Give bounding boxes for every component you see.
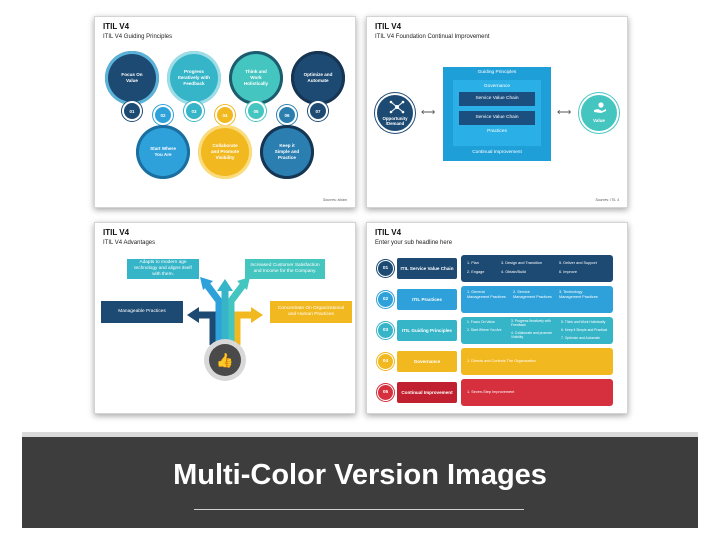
row-item: 1. Directs and Controls The Organization [467,359,536,363]
principle-num-05: 05 [246,101,266,121]
thumbs-up-badge: 👍 [204,339,246,381]
principle-num-04: 04 [215,105,235,125]
row-body: 1. General Management Practices 2. Servi… [461,286,613,313]
slide-subtitle: Enter your sub headline here [375,240,453,246]
principle-circle-01: Focus On Value [105,51,159,105]
principle-label: Optimize and Automate [303,72,333,83]
hand-coin-icon [594,102,606,113]
row-item: 6. Keep it Simple and Practical [561,328,608,332]
advantage-arrows [187,277,263,345]
svc-box-2: Service Value Chain [459,111,535,125]
double-arrow-left-icon: ⟷ [421,107,436,118]
row-number: 04 [377,353,394,370]
slide-source: Sources: isham [322,198,347,202]
slide-title: ITIL V4 [375,228,402,237]
principle-circle-04: Collaborate and Promote Visibility [198,125,252,179]
principle-label: Start Where You Are [150,146,176,157]
row-body: 1. Seven-Step Improvement [461,379,613,406]
slide-subtitle: ITIL V4 Guiding Principles [103,34,173,40]
principle-num-01: 01 [122,101,142,121]
governance-label: Governance [483,84,511,89]
component-row-03: 03 ITIL Guiding Principles 1. Focus On V… [377,317,613,344]
row-item: 3. Progress Iteratively with Feedback [511,319,551,328]
row-item: 1. Seven-Step Improvement [467,390,515,394]
slide-components[interactable]: ITIL V4 Enter your sub headline here 01 … [366,222,628,414]
principle-label: Collaborate and Promote Visibility [210,143,240,160]
row-item: 5. Deliver and Support [559,261,597,265]
row-item: 2. Service Management Practices [513,290,552,299]
slide-subtitle: ITIL V4 Foundation Continual Improvement [375,34,490,40]
row-item: 2. Engage [467,270,485,274]
opportunity-label: Opportunity /Demand [382,116,408,127]
slide-source: Sources: ITIL 4 [595,198,619,202]
banner-title: Multi-Color Version Images [173,459,547,491]
component-row-05: 05 Continual Improvement 1. Seven-Step I… [377,379,613,406]
advantage-box-mid-left: Manageable Practices [101,301,183,323]
principle-num-03: 03 [184,101,204,121]
svc-box-1: Service Value Chain [459,92,535,106]
row-body: 1. Directs and Controls The Organization [461,348,613,375]
principle-circle-05: Think and Work Holistically [229,51,283,105]
row-item: 1. Focus On Value [467,320,495,324]
row-item: 2. Start Where You Are [467,328,502,332]
inner-frame: Governance Service Value Chain Service V… [453,80,541,146]
slide-guiding-principles[interactable]: ITIL V4 ITIL V4 Guiding Principles Focus… [94,16,356,208]
component-row-01: 01 ITIL Service Value Chain 1. Plan 2. E… [377,255,613,282]
principle-circle-03: Progress Iteratively with Feedback [167,51,221,105]
slide-advantages[interactable]: ITIL V4 ITIL V4 Advantages Adapts to mod… [94,222,356,414]
opportunity-circle: Opportunity /Demand [375,93,415,133]
row-label: Continual Improvement [397,382,457,403]
principle-label: Think and Work Holistically [243,69,269,86]
principle-label: Keep it Simple and Practice [274,143,300,160]
advantage-box-mid-right: Concentrate On Organizational and Human … [270,301,352,323]
slide-continual-improvement[interactable]: ITIL V4 ITIL V4 Foundation Continual Imp… [366,16,628,208]
component-row-02: 02 ITIL Practices 1. General Management … [377,286,613,313]
component-row-04: 04 Governance 1. Directs and Controls Th… [377,348,613,375]
banner-underline [194,509,524,510]
row-number: 02 [377,291,394,308]
row-item: 4. Obtain/Build [501,270,526,274]
slide-subtitle: ITIL V4 Advantages [103,240,156,246]
value-label: Value [592,118,605,123]
row-item: 6. Improve [559,270,577,274]
row-item: 3. Design and Transition [501,261,542,265]
principle-num-06: 06 [277,105,297,125]
row-item: 5. Think and Work Holistically [561,320,606,324]
principle-circle-02: Start Where You Are [136,125,190,179]
value-circle: Value [579,93,619,133]
principle-circle-06: Keep it Simple and Practice [260,125,314,179]
row-label: Governance [397,351,457,372]
slide-title: ITIL V4 [103,22,130,31]
principle-label: Progress Iteratively with Feedback [178,69,210,86]
row-item: 1. General Management Practices [467,290,506,299]
practices-label: Practices [487,129,507,134]
row-number: 03 [377,322,394,339]
improvement-outer-box: Guiding Principles Governance Service Va… [443,67,551,161]
continual-improvement-label: Continual Improvement [472,150,522,155]
row-number: 01 [377,260,394,277]
row-body: 1. Focus On Value 2. Start Where You Are… [461,317,613,344]
row-item: 7. Optimize and Automate [561,336,601,340]
row-item: 3. Technology Management Practices [559,290,598,299]
row-item: 1. Plan [467,261,479,265]
row-number: 05 [377,384,394,401]
row-label: ITIL Practices [397,289,457,310]
row-item: 4. Collaborate and promote Visibility [511,331,553,340]
version-banner: Multi-Color Version Images [22,432,698,528]
principle-num-07: 07 [308,101,328,121]
slide-title: ITIL V4 [375,22,402,31]
row-label: ITIL Service Value Chain [397,258,457,279]
thumbs-up-icon: 👍 [209,344,241,376]
principle-circle-07: Optimize and Automate [291,51,345,105]
principle-label: Focus On Value [121,72,143,83]
row-label: ITIL Guiding Principles [397,320,457,341]
guiding-principles-label: Guiding Principles [477,70,517,75]
principle-num-02: 02 [153,105,173,125]
double-arrow-right-icon: ⟷ [557,107,572,118]
network-icon [389,100,405,114]
advantage-box-top-left: Adapts to modern age technology and alig… [127,259,199,279]
row-body: 1. Plan 2. Engage 3. Design and Transiti… [461,255,613,282]
slide-title: ITIL V4 [103,228,130,237]
advantage-box-top-right: Increased Customer Satisfaction and Inco… [245,259,325,279]
